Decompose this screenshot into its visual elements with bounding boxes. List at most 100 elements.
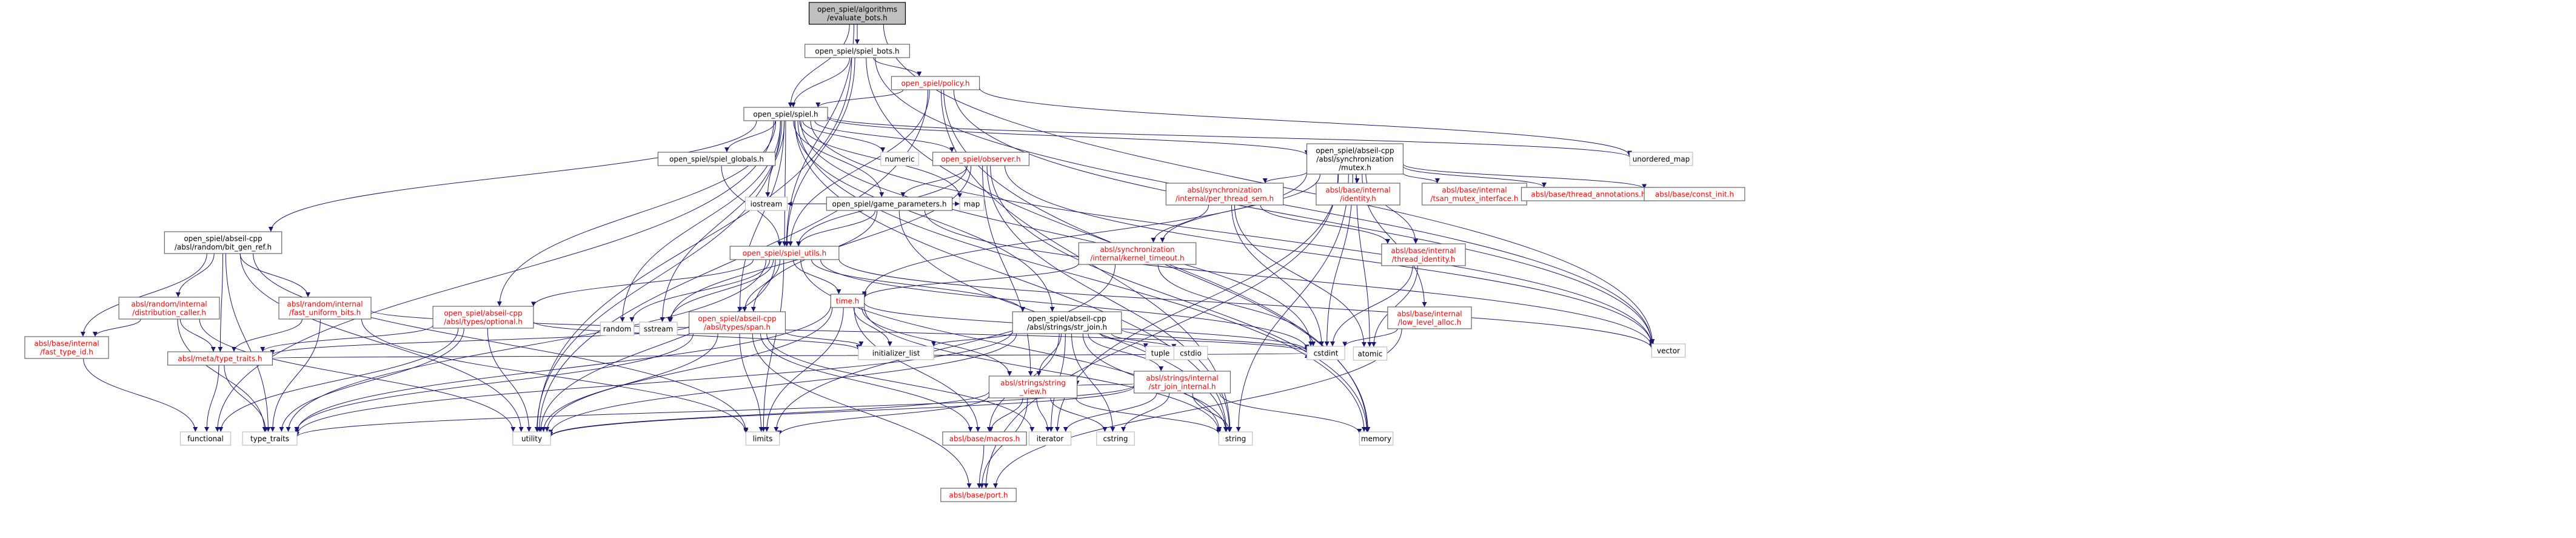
edge-typetraits-to-functional [204,365,219,432]
node-label: /absl/types/optional.h [444,318,523,326]
node-initializer-list: initializer_list [858,346,934,360]
node-stringview[interactable]: absl/strings/string_view.h [988,375,1078,398]
edge-utils-to-optional [530,259,754,307]
node-box [167,351,273,366]
edge-spiel-to-functional [215,120,774,432]
node-lowlevel[interactable]: absl/base/internal/low_level_alloc.h [1387,306,1472,329]
node-mutex[interactable]: open_spiel/abseil-cpp/absl/synchronizati… [1306,143,1404,175]
node-vector: vector [1651,343,1686,358]
node-typetraits[interactable]: absl/meta/type_traits.h [167,351,273,366]
node-span[interactable]: open_spiel/abseil-cpp/absl/types/span.h [688,311,786,334]
edge-mutex-to-string [1236,173,1349,432]
edge-distcaller-to-type_traits [177,318,267,432]
node-box [830,294,865,308]
node-box [1218,431,1253,446]
node-label: absl/base/internal [1325,186,1390,195]
node-label: absl/strings/string [1000,379,1066,388]
node-bitgen[interactable]: open_spiel/abseil-cpp/absl/random/bit_ge… [164,231,283,254]
edge-fastuniform-to-type_traits [270,318,321,432]
edge-mutex-to-constinit [1402,163,1647,189]
node-label: absl/base/internal [1391,247,1456,255]
edge-policy-to-vector [953,89,1654,345]
edge-observer-to-stringview [982,165,1033,377]
node-label: limits [753,435,773,443]
node-bots[interactable]: open_spiel/spiel_bots.h [805,44,910,58]
node-unordered-map: unordered_map [1629,152,1693,166]
node-distcaller[interactable]: absl/random/internal/distribution_caller… [118,297,220,320]
edge-timeh-to-initializer_list [853,307,892,347]
edge-bitgen-to-limits [253,253,749,432]
node-optional[interactable]: open_spiel/abseil-cpp/absl/types/optiona… [432,306,534,329]
edge-spiel-to-sstream [660,120,782,323]
node-box [1012,311,1122,334]
node-root[interactable]: open_spiel/algorithms/evaluate_bots.h [808,2,906,25]
node-box [657,152,776,166]
edge-spiel-to-span [737,120,785,312]
node-label: utility [521,435,542,443]
node-box [1316,183,1400,206]
node-fastuniform[interactable]: absl/random/internal/fast_uniform_bits.h [278,297,372,320]
edge-mutex-to-persem [1262,171,1308,184]
node-gameparams[interactable]: open_spiel/game_parameters.h [826,197,953,211]
node-macros[interactable]: absl/base/macros.h [942,431,1027,446]
node-iterator: iterator [1028,431,1072,446]
edge-spiel-to-numeric [802,120,886,153]
node-policy[interactable]: open_spiel/policy.h [891,76,980,90]
node-box [932,152,1030,166]
edge-bots-to-policy [873,57,922,77]
node-port[interactable]: absl/base/port.h [940,488,1017,502]
node-timeh[interactable]: time.h [830,294,865,308]
node-utils[interactable]: open_spiel/spiel_utils.h [729,246,840,260]
node-fasttypeid[interactable]: absl/base/internal/fast_type_id.h [24,336,109,359]
node-box [880,152,919,166]
edge-strjoininternal-to-type_traits [295,385,1135,437]
node-strjoin[interactable]: open_spiel/abseil-cpp/absl/strings/str_j… [1012,311,1122,334]
node-persem[interactable]: absl/synchronization/internal/per_thread… [1165,183,1284,206]
node-label: absl/base/port.h [949,491,1008,500]
node-label: absl/random/internal [287,300,363,309]
node-constinit[interactable]: absl/base/const_init.h [1644,187,1745,201]
node-label: /mutex.h [1339,164,1371,172]
node-box [1028,431,1072,446]
edge-typetraits-to-cstdint [272,352,1308,359]
node-label: open_spiel/abseil-cpp [1316,147,1394,155]
edge-span-to-initializer_list [785,331,864,347]
node-spiel[interactable]: open_spiel/spiel.h [743,107,828,121]
edge-spiel-to-memory [797,120,1367,432]
edge-spiel-to-utils [782,120,788,247]
edge-optional-to-functional [218,328,459,432]
edge-distcaller-to-utility [199,318,516,432]
node-label: absl/base/internal [34,340,99,348]
node-observer[interactable]: open_spiel/observer.h [932,152,1030,166]
node-cstdio: cstdio [1173,346,1208,360]
edge-utils-to-type_traits [286,259,766,432]
node-label: absl/synchronization [1187,186,1262,195]
node-annotations[interactable]: absl/base/thread_annotations.h [1521,187,1656,201]
node-label: /absl/random/bit_gen_ref.h [175,243,272,252]
node-box [688,311,786,334]
node-box [1165,183,1284,206]
node-threadidentity[interactable]: absl/base/internal/thread_identity.h [1381,243,1466,266]
node-box [242,431,298,446]
edge-utils-to-span [742,259,781,312]
node-identity[interactable]: absl/base/internal/identity.h [1316,183,1400,206]
edge-utils-to-limits [761,259,785,432]
edge-fastuniform-to-typetraits [231,318,303,352]
edge-gameparams-to-vector [924,210,1654,348]
edge-utils-to-sstream [667,259,774,323]
node-globals[interactable]: open_spiel/spiel_globals.h [657,152,776,166]
node-numeric: numeric [880,152,919,166]
edge-bitgen-to-distcaller [175,253,215,298]
edge-policy-to-spiel [815,89,904,108]
node-cstring: cstring [1096,431,1135,446]
node-cstdint: cstdint [1306,346,1345,360]
node-strjoininternal[interactable]: absl/strings/internal/str_join_internal.… [1133,371,1231,394]
node-box [940,488,1017,502]
node-box [278,297,372,320]
node-tsan[interactable]: absl/base/internal/tsan_mutex_interface.… [1422,183,1527,206]
node-box [826,197,953,211]
edge-timeh-to-type_traits [295,304,831,432]
node-label: type_traits [250,435,289,443]
node-label: /thread_identity.h [1392,255,1456,264]
node-kerneltimeout[interactable]: absl/synchronization/internal/kernel_tim… [1078,242,1197,265]
